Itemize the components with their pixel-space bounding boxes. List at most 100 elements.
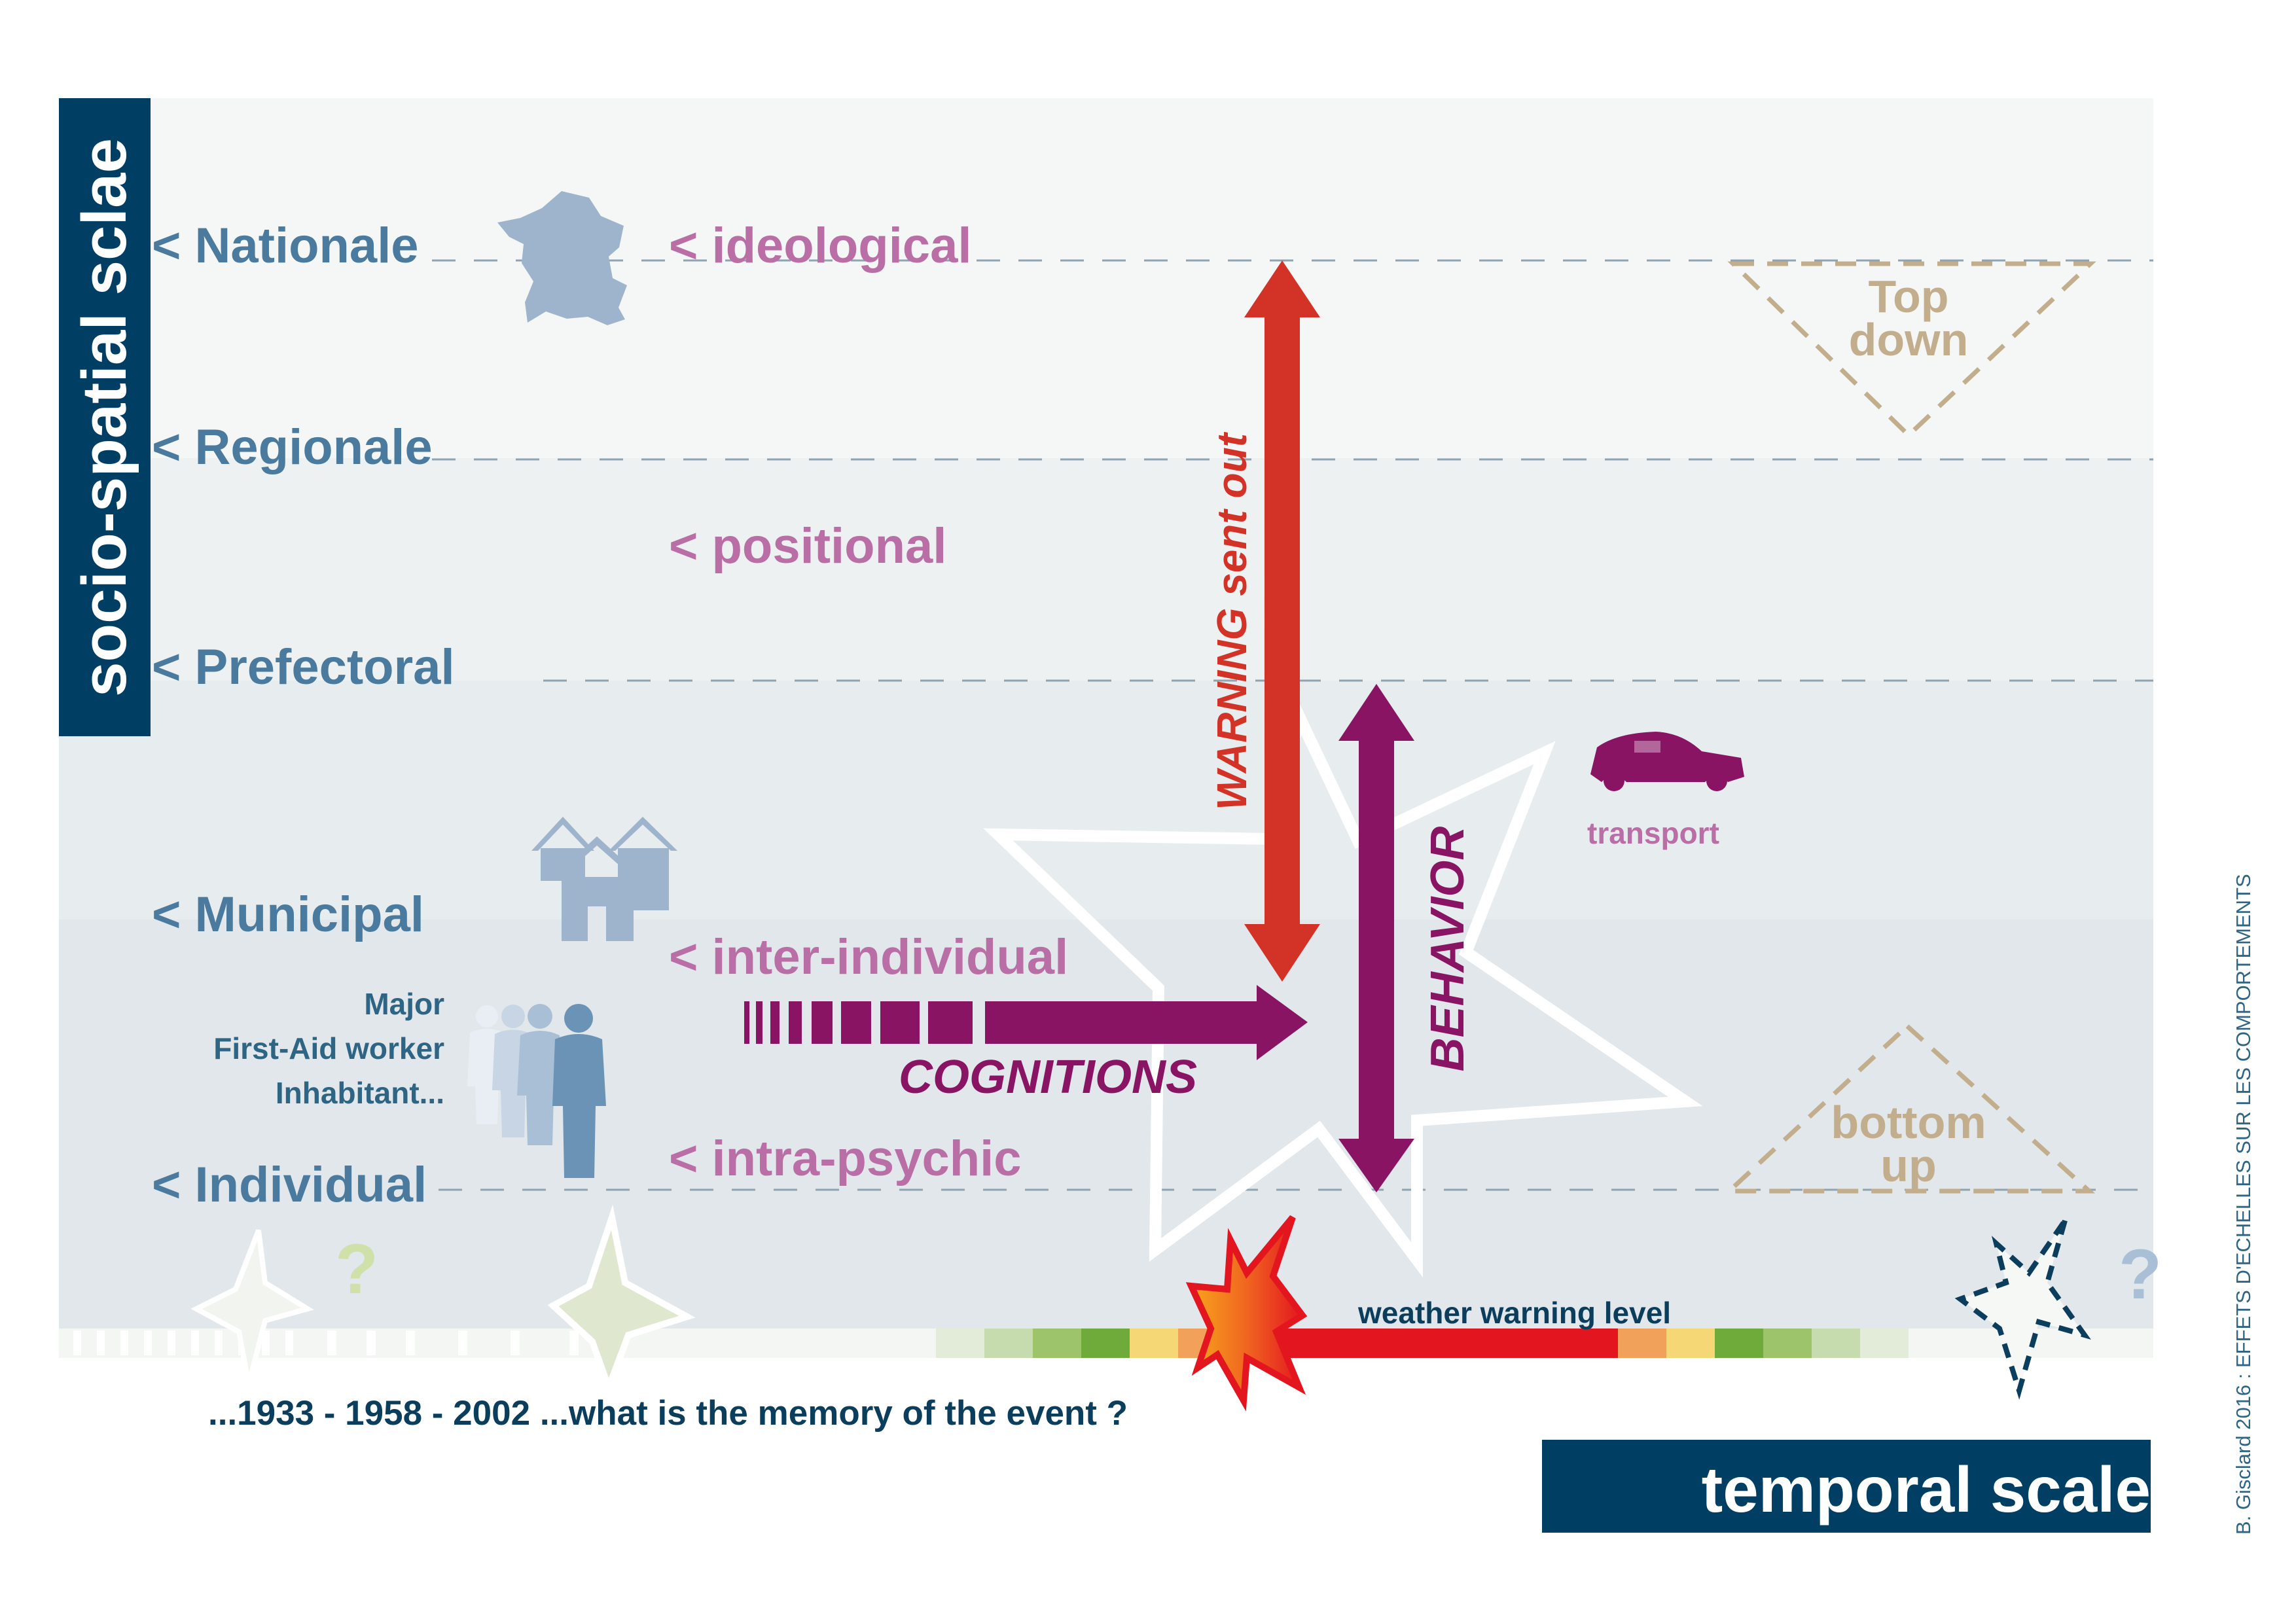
person-head [476,1005,498,1027]
car-icon [1590,732,1744,791]
top-down-line2: down [1848,314,1969,365]
warning-level-scale [936,1329,1909,1358]
warning-level-cell [1618,1329,1666,1358]
x-axis-title: temporal scale [1701,1454,2151,1525]
cognitions-arrow-dash [744,1001,749,1044]
transport-label: transport [1587,816,1719,850]
role-major: Major [364,987,444,1021]
top-down-triangle [1727,261,2096,438]
credit-text: B. Gisclard 2016 : EFFETS D'ECHELLES SUR… [2232,874,2255,1535]
timeline-tick [406,1330,415,1355]
cognitions-arrow-dash [880,1001,920,1044]
memory-star-icon [190,1229,314,1385]
weather-warning-label: weather warning level [1358,1296,1672,1330]
timeline-tick [120,1330,128,1355]
role-inhabitant: Inhabitant... [275,1076,444,1110]
event-burst-icon [1185,1215,1308,1412]
timeline-tick [367,1330,376,1355]
timeline-tick [327,1330,336,1355]
bottom-up-triangle [1723,1023,2096,1194]
timeline-tick [511,1330,520,1355]
person-body [517,1031,563,1145]
warning-label: WARNING sent out [1208,433,1255,810]
person-head [528,1004,552,1029]
timeline-tick [569,1330,579,1355]
warning-level-cell [984,1329,1033,1358]
houses-icon [531,817,677,941]
scale-municipal: < Municipal [152,887,424,942]
question-mark: ? [335,1229,378,1308]
timeline-strip [59,1329,2153,1358]
timeline-tick [191,1330,199,1355]
roles-list: Major First-Aid worker Inhabitant... [213,982,444,1115]
warning-level-cell [1860,1329,1909,1358]
warning-level-cell [1130,1329,1178,1358]
behavior-label: BEHAVIOR [1422,826,1474,1072]
timeline-tick [73,1330,81,1355]
person-silhouette [517,1004,563,1145]
person-body [552,1034,606,1178]
warning-arrow-shaft [1265,317,1300,926]
timeline-tick [285,1330,293,1355]
warning-level-cell [1666,1329,1715,1358]
warning-level-cell [936,1329,984,1358]
band-prefectoral [59,681,2153,919]
warning-level-cell [1812,1329,1860,1358]
cognitions-arrow-dash [812,1001,833,1044]
timeline-tick [144,1330,152,1355]
warning-level-cell [1715,1329,1763,1358]
memory-caption: ...1933 - 1958 - 2002 ...what is the mem… [208,1394,1128,1433]
car-wheel [1706,770,1727,791]
warning-level-cell [1763,1329,1812,1358]
cognitions-arrow [744,985,1308,1060]
people-icon [467,1004,606,1178]
person-silhouette [552,1004,606,1178]
car-body [1590,732,1744,782]
house-right-roof [609,817,677,851]
cognitions-arrow-dash [770,1001,780,1044]
future-star-icon [1954,1219,2091,1400]
cognitions-arrow-dash [928,1001,973,1044]
house-front-door [588,906,606,941]
warning-arrow-head-top [1244,260,1320,317]
bottom-up-label: bottom up [1831,1097,1986,1191]
behavior-arrow-head-top [1338,684,1414,741]
warning-arrow-head-bottom [1244,924,1320,982]
france-map-icon [497,191,627,325]
band-municipal [59,919,2153,1329]
cognitions-arrow-head [1257,985,1308,1060]
behavior-arrow-head-bottom [1338,1139,1414,1192]
warning-level-cell [1033,1329,1081,1358]
y-axis-title-box [59,98,151,736]
warning-level-cell [1081,1329,1130,1358]
band-regional [151,458,2153,681]
timeline-tick [97,1330,105,1355]
top-down-line1: Top [1868,271,1949,322]
bottom-up-line1: bottom [1831,1097,1986,1148]
scale-prefectoral: < Prefectoral [152,639,455,695]
category-inter-individual: < inter-individual [669,929,1069,985]
band-national [151,98,2153,458]
starburst-icon [983,698,1703,1277]
x-axis-title-box: temporal scale [1542,1440,2151,1533]
cognitions-label: COGNITIONS [899,1051,1198,1103]
top-down-label: Top down [1848,271,1969,365]
question-mark: ? [2119,1234,2162,1313]
bottom-up-line2: up [1880,1140,1937,1191]
car-wheel [1604,770,1624,791]
behavior-arrow [1338,684,1414,1192]
person-head [564,1004,593,1033]
category-positional: < positional [669,518,947,574]
timeline-tick [262,1330,270,1355]
behavior-arrow-shaft [1359,740,1394,1142]
cognitions-arrow-shaft [985,1001,1259,1044]
role-first-aid-worker: First-Aid worker [213,1031,444,1065]
cognitions-arrow-dash [789,1001,802,1044]
y-axis-title: socio-spatial sclae [69,138,139,697]
warning-arrow [1244,260,1320,982]
car-window [1634,741,1660,753]
scale-regionale: < Regionale [152,419,433,475]
scale-nationale: < Nationale [152,218,419,274]
person-head [501,1005,525,1028]
memory-star-icon [547,1204,696,1397]
